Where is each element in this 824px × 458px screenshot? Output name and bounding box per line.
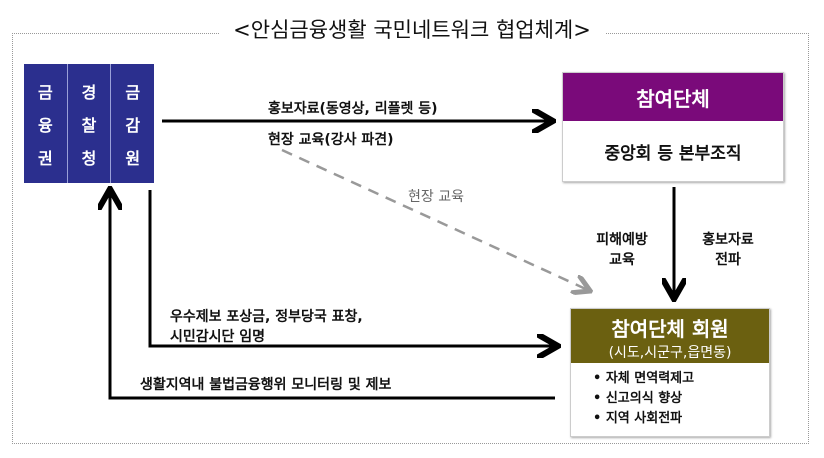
bullet-item: • 신고의식 향상	[593, 391, 683, 406]
label-dashed-training: 현장 교육	[408, 189, 464, 205]
org-body: 중앙회 등 본부조직	[604, 143, 742, 164]
label-reward-1: 우수제보 포상금, 정부당국 표창,	[170, 309, 363, 325]
org-header: 참여단체	[563, 73, 783, 121]
bullet-text: 지역 사회전파	[605, 411, 683, 426]
agency-char: 원	[125, 148, 141, 168]
members-subtitle: (시도,시군구,읍면동)	[608, 345, 732, 361]
label-onsite-training: 현장 교육(강사 파견)	[268, 132, 394, 148]
arrow-reward	[148, 190, 555, 346]
title-text: <안심금융생활 국민네트워크 협업체계>	[219, 18, 605, 42]
diagram-title: <안심금융생활 국민네트워크 협업체계>	[0, 14, 824, 44]
label-line: 교육	[609, 252, 635, 268]
bullet-text: 신고의식 향상	[605, 391, 683, 406]
agency-char: 찰	[81, 115, 97, 135]
label-line: 전파	[715, 252, 741, 268]
members-title: 참여단체 회원	[611, 317, 729, 341]
bullet-item: • 지역 사회전파	[593, 411, 683, 426]
agency-char: 금	[37, 82, 53, 102]
participating-org-box: 참여단체 중앙회 등 본부조직	[562, 72, 784, 182]
agency-char: 권	[37, 148, 53, 168]
bullet-item: • 자체 면역력제고	[593, 371, 695, 386]
agency-char: 금	[125, 82, 141, 102]
members-bullets: • 자체 면역력제고 • 신고의식 향상 • 지역 사회전파	[571, 363, 769, 429]
arrow-report	[110, 192, 555, 400]
agency-char: 융	[37, 115, 53, 135]
agency-char: 청	[81, 148, 97, 168]
dashed-arrow-to-members	[281, 148, 588, 290]
members-header: 참여단체 회원 (시도,시군구,읍면동)	[571, 309, 769, 363]
bullet-text: 자체 면역력제고	[605, 371, 695, 386]
members-box: 참여단체 회원 (시도,시군구,읍면동) • 자체 면역력제고 • 신고의식 향…	[570, 308, 770, 437]
agency-char: 감	[125, 115, 141, 135]
label-line: 피해예방	[596, 232, 648, 248]
agency-char: 경	[81, 82, 97, 102]
label-reward-2: 시민감시단 임명	[170, 329, 266, 345]
label-promo-materials: 홍보자료(동영상, 리플렛 등)	[268, 101, 438, 117]
label-line: 홍보자료	[702, 232, 754, 248]
label-report: 생활지역내 불법금융행위 모니터링 및 제보	[140, 377, 392, 393]
